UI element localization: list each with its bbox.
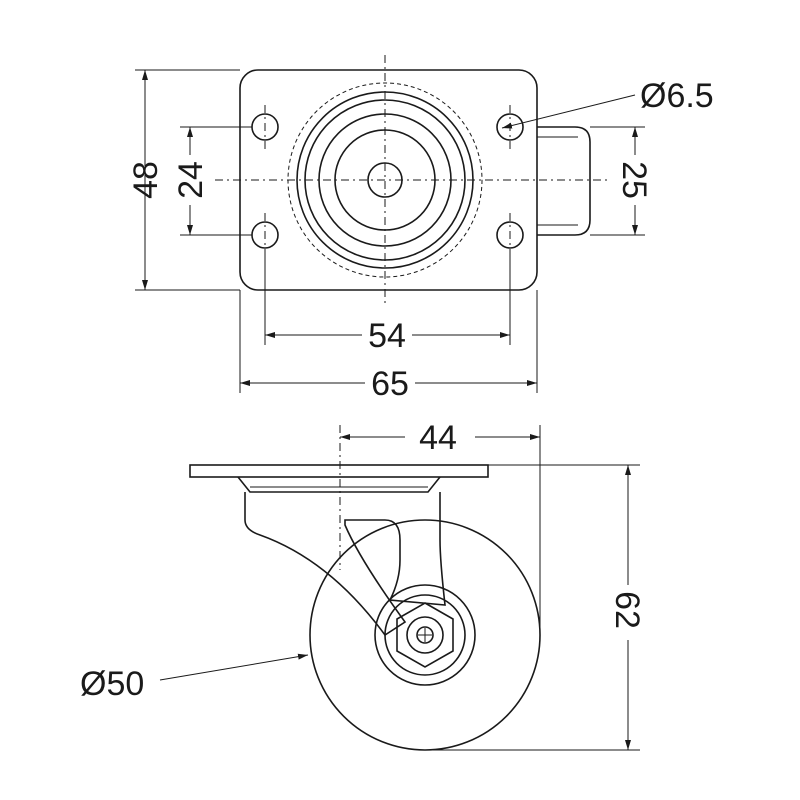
dim-hole-spacing-vertical: 24 [172,161,210,199]
dim-total-height: 62 [608,591,646,629]
dim-plate-width: 65 [371,365,409,403]
dim-hole-spacing-horizontal: 54 [368,317,406,355]
swivel-bearing [237,476,441,493]
top-view: 48 24 25 54 65 Ø6.5 [127,55,714,403]
dim-hole-diameter: Ø6.5 [640,77,714,115]
side-view: 44 62 Ø50 [80,419,646,751]
fork [244,492,446,637]
brake-lever [537,126,591,236]
top-plate [189,464,489,478]
dim-wheel-diameter: Ø50 [80,665,144,703]
dim-offset: 44 [419,419,457,457]
dim-plate-height: 48 [127,161,165,199]
hex-nut [396,602,454,668]
dim-brake-width: 25 [615,161,653,199]
